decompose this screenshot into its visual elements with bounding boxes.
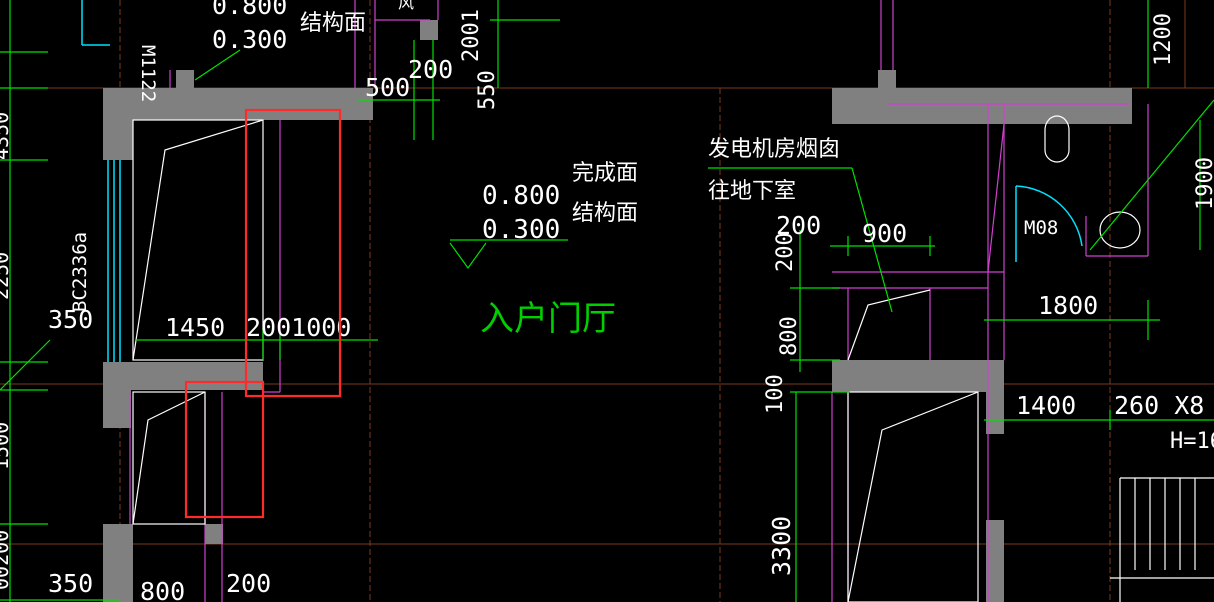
dim-350-mid-text: 350 [48,305,93,334]
dim-2001000-text: 2001000 [246,313,351,342]
dim-1400-text: 1400 [1016,391,1076,420]
finish-label-text: 完成面 [572,161,638,186]
dim-500-text: 500 [365,73,410,102]
stair-note-text: 260 X8 = [1114,391,1214,420]
dim-1800-text: 1800 [1038,291,1098,320]
dim-1200-text: 1200 [1151,13,1176,66]
selection-box-lower [184,380,265,519]
selection-box-upper [244,108,342,398]
dim-3300-text: 3300 [767,516,796,576]
dim-800-bot-text: 800 [140,577,185,602]
dim-4350-text: 4350 [0,112,13,160]
stair-height-text: H=16 [1170,429,1214,454]
dim-200-top-text: 200 [408,55,453,84]
structure-value-text: 0.300 [482,215,560,245]
dim-200-bot-text: 200 [226,569,271,598]
top-finish-value-text: 0.800 [212,0,287,20]
dim-100-text: 100 [763,374,788,414]
room-label-text: 入户门厅 [480,299,616,339]
top-code-text: M1122 [137,45,159,102]
dim-350-bot-text: 350 [48,569,93,598]
finish-value-text: 0.800 [482,181,560,211]
dim-200-vert-text: 200 [773,232,798,272]
walls [103,20,1132,602]
dim-1900-text: 1900 [1193,157,1214,210]
dim-2250-text: 2250 [0,252,13,300]
dim-2001-text: 2001 [459,9,484,62]
chimney-label-2-text: 往地下室 [708,179,796,204]
dim-1500-text: 1500 [0,422,13,470]
selection-highlights[interactable] [184,108,342,519]
cyan-elements [81,0,1083,362]
dim-200-right-text: 200 [776,211,821,240]
dim-800-vert-text: 800 [777,316,802,356]
top-structure-value-text: 0.300 [212,25,287,54]
door-code-text: M08 [1024,217,1058,239]
dim-550-text: 550 [475,70,500,110]
dim-00200-text: 00200 [0,530,13,590]
dim-1450-text: 1450 [165,313,225,342]
door-frames [132,115,1214,602]
dim-900-text: 900 [862,219,907,248]
chimney-label-1-text: 发电机房烟囱 [708,137,840,162]
window-code-text: BC2336a [69,232,91,312]
structure-label-text: 结构面 [572,201,638,226]
top-structure-label-text: 结构面 [300,11,366,36]
top-small-label-text: 风 [398,0,414,12]
